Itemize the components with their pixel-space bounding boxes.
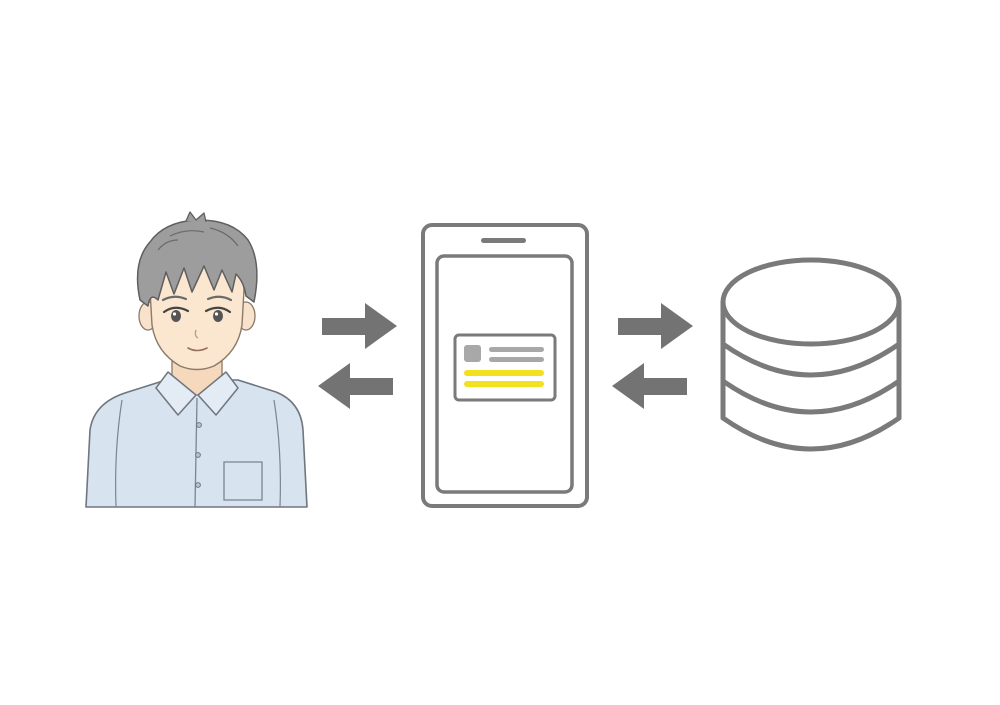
sleeve-seam-left (115, 399, 123, 508)
shirt-button (196, 422, 202, 428)
card-line (489, 347, 544, 352)
db-bottom (720, 415, 902, 452)
person-icon (85, 211, 308, 508)
nose (194, 329, 199, 339)
shirt-button (195, 452, 201, 458)
collar-right (197, 371, 239, 416)
exchange-arrows-icon (612, 303, 693, 409)
phone-speaker (481, 238, 526, 243)
card-highlight (464, 370, 544, 376)
db-band (720, 378, 902, 415)
card-avatar (464, 345, 481, 362)
collar-left (155, 371, 197, 416)
db-top (720, 257, 902, 347)
shirt-button (195, 482, 201, 488)
eyebrow-left (161, 295, 188, 302)
arrow-left-icon (612, 363, 687, 409)
hair-strand (157, 227, 239, 251)
shirt-pocket (223, 461, 263, 501)
card-highlight (464, 381, 544, 387)
arrow-left-icon (318, 363, 393, 409)
card-frame (453, 333, 557, 402)
shirt-placket (194, 397, 198, 508)
arrow-right-icon (322, 303, 397, 349)
eye-left (162, 306, 190, 322)
mouth (187, 347, 208, 352)
exchange-arrows-icon (318, 303, 397, 409)
eyebrow-right (206, 295, 233, 302)
smartphone-icon (421, 223, 589, 508)
screen-card (453, 333, 557, 402)
hair-spike (185, 211, 207, 223)
hair (136, 219, 258, 307)
eye-right (204, 306, 232, 322)
arrow-right-icon (618, 303, 693, 349)
db-band (720, 341, 902, 378)
database-icon (720, 257, 902, 452)
sleeve-seam-right (273, 399, 281, 508)
card-line (489, 357, 544, 362)
